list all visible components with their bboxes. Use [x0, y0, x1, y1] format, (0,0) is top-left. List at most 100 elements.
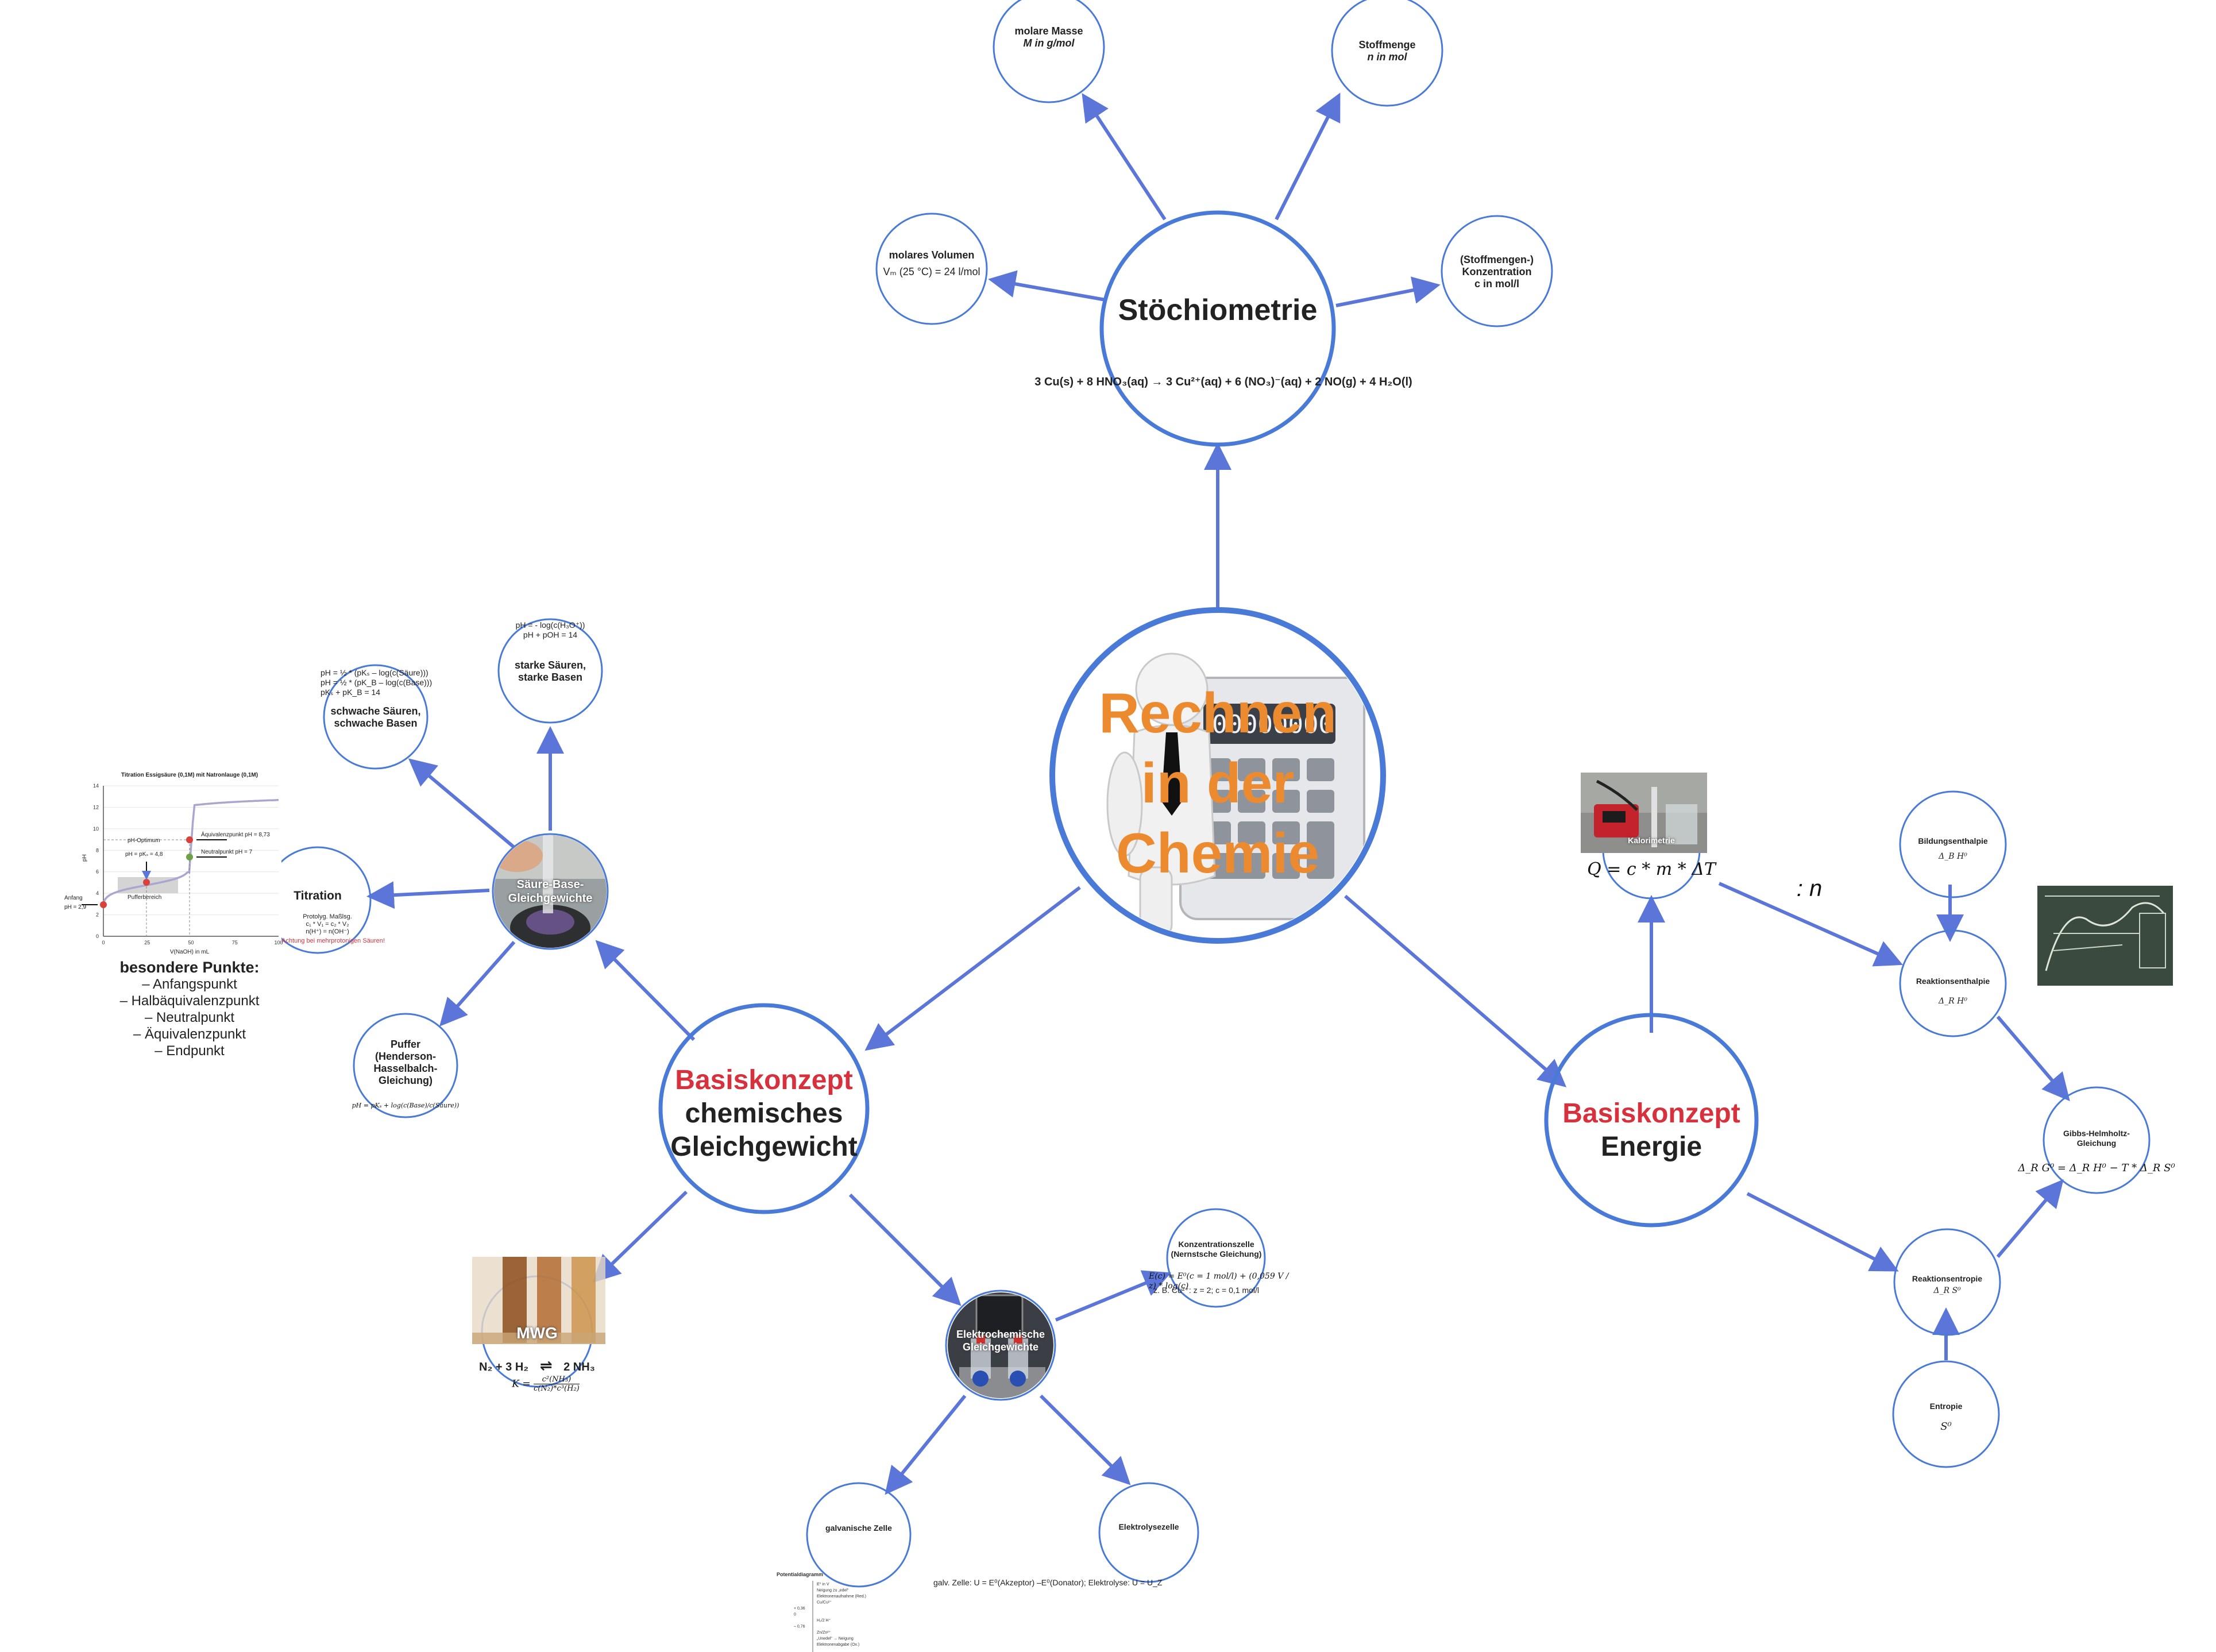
titration-chart-ylabel: pH — [82, 854, 88, 862]
center-circle[interactable] — [1049, 607, 1386, 944]
entropie-label: Entropie S⁰ — [1894, 1402, 1998, 1432]
elektro-circle[interactable] — [945, 1290, 1056, 1401]
center-title-line-1: Rechnen — [1099, 681, 1337, 744]
puffer-formula: pH = pKₛ + log(c(Base)/c(Säure)) — [352, 1102, 460, 1109]
besondere-item-4: – Äquivalenzpunkt — [133, 1026, 246, 1042]
entropie-circle[interactable] — [1892, 1360, 2000, 1468]
bildung-label: Bildungsenthalpie Δ_B H⁰ — [1901, 836, 2005, 862]
y-tick-label-0: 0 — [96, 933, 99, 939]
schwache-formula-2: pH = ½ * (pK_B – log(c(Base))) — [321, 678, 433, 687]
potential-item-3: Cu/Cu²⁺ — [817, 1600, 832, 1605]
chalkboard-photo — [2037, 886, 2173, 986]
molare-masse-label: molare Masse M in g/mol — [997, 25, 1101, 49]
gleichgewicht-circle[interactable] — [658, 1003, 870, 1214]
kalorimetrie-photo — [1581, 773, 1707, 853]
bildung-line-1: Bildungsenthalpie — [1918, 836, 1988, 846]
titration-title: Titration — [294, 889, 342, 902]
starke-circle[interactable] — [497, 618, 603, 724]
titration-formula-1: Protolyg. Maßlsg. — [303, 913, 352, 920]
mwg-k-den: c(N₂)*c³(H₂) — [534, 1384, 580, 1393]
energie-title: Basiskonzept Energie — [1554, 1097, 1749, 1164]
reaktion-line-1: Reaktionsenthalpie — [1916, 976, 1990, 986]
y-tick-label-4: 8 — [96, 847, 99, 853]
elektrolyse-label: Elektrolysezelle — [1118, 1522, 1179, 1531]
y-tick-label-6: 12 — [93, 804, 99, 810]
y-tick-label-3: 6 — [96, 869, 99, 875]
mwg-label: MWG — [516, 1324, 558, 1342]
saeure-base-circle[interactable] — [492, 833, 609, 950]
neutralpunkt-dot — [186, 854, 193, 860]
x-tick-label-2: 50 — [188, 940, 194, 945]
puffer-label-2: (Henderson- — [375, 1051, 436, 1062]
konzentration-line-2: Konzentration — [1462, 266, 1532, 277]
mwg-formula: K = c²(NH₃) c(N₂)*c³(H₂) — [488, 1375, 603, 1393]
divide-by-n: : n — [1796, 876, 1823, 901]
starke-label: starke Säuren, starke Basen — [499, 659, 602, 684]
elektro-label: Elektrochemische Gleichgewichte — [956, 1329, 1045, 1353]
gleichgewicht-title-line-2: Gleichgewicht — [670, 1132, 858, 1162]
molares-volumen-circle[interactable] — [875, 213, 988, 325]
energie-title-red: Basiskonzept — [1562, 1098, 1740, 1129]
starke-formula-1: pH = - log(c(H₃O⁺)) — [515, 620, 585, 630]
x-tick-label-0: 0 — [102, 940, 105, 945]
titration-formula-3: n(H⁺) = n(OH⁻) — [306, 928, 349, 935]
galvanisch-circle[interactable] — [806, 1482, 912, 1588]
titration-formula-2: c₁ * V₁ = c₂ * V₂ — [306, 921, 349, 928]
gibbs-line-1: Gibbs-Helmholtz- — [2063, 1129, 2130, 1138]
equilibrium-arrow-icon: ⇌ — [539, 1357, 553, 1374]
schwache-label: schwache Säuren, schwache Basen — [321, 705, 430, 729]
y-tick-label-5: 10 — [93, 826, 99, 832]
reaktionsentropie-circle[interactable] — [1893, 1228, 2001, 1336]
potential-item-2: Elektronenaufnahme (Red.) — [817, 1595, 866, 1599]
kalorimetrie-label: Kalorimetrie — [1628, 836, 1675, 845]
energie-circle[interactable] — [1544, 1013, 1759, 1228]
gibbs-line-2: Gleichung — [2076, 1138, 2117, 1148]
reaktion-circle[interactable] — [1899, 929, 2007, 1037]
mwg-reaction-left: N₂ + 3 H₂ — [479, 1361, 529, 1373]
titration-chart-xlabel: V(NaOH) in mL — [170, 949, 210, 955]
starke-label-2: starke Basen — [518, 671, 583, 683]
starke-formula-2: pH + pOH = 14 — [523, 630, 578, 639]
potential-item-1: Neigung zu „edel“ — [817, 1589, 849, 1593]
stoechiometrie-circle[interactable] — [1099, 210, 1336, 447]
bildung-circle[interactable] — [1899, 790, 2007, 898]
center-title: Rechnen in der Chemie — [1057, 678, 1379, 888]
energie-title-line: Energie — [1600, 1132, 1702, 1162]
gibbs-formula: Δ_R G⁰ = Δ_R H⁰ − T * Δ_R S⁰ — [2018, 1162, 2175, 1174]
schwache-formula-3: pKₛ + pK_B = 14 — [321, 688, 381, 697]
puffer-label: Puffer (Henderson- Hasselbalch- Gleichun… — [354, 1039, 457, 1087]
reaktionsentropie-label: Reaktionsentropie Δ_R S⁰ — [1895, 1274, 1999, 1296]
puffer-label-4: Gleichung) — [379, 1075, 433, 1086]
schwache-label-1: schwache Säuren, — [330, 705, 421, 717]
saeure-base-label: Säure-Base-Gleichgewichte — [508, 878, 593, 905]
gleichgewicht-title-red: Basiskonzept — [675, 1065, 853, 1095]
schwache-circle[interactable] — [323, 664, 428, 770]
potential-item-6: H₂/2 H⁺ — [817, 1618, 831, 1623]
elektrolyse-circle[interactable] — [1098, 1482, 1199, 1583]
gleichgewicht-title: Basiskonzept chemisches Gleichgewicht — [661, 1064, 867, 1164]
svg-text:00000000: 00000000 — [1212, 710, 1334, 739]
nernst-formula: E(c) = E⁰(c = 1 mol/l) + (0,059 V / z) *… — [1149, 1272, 1289, 1291]
ann-optimum: pH-Optimum — [128, 837, 160, 844]
nernst-beispiel: z. B. Cu²⁺: z = 2; c = 0,1 mol/l — [1153, 1286, 1260, 1295]
molare-masse-circle[interactable] — [993, 0, 1105, 103]
stoffmenge-circle[interactable] — [1331, 0, 1443, 107]
besondere-item-3: – Neutralpunkt — [144, 1010, 235, 1025]
ann-anfang: Anfang — [64, 895, 83, 901]
spannung-label: galv. Zelle: U = E⁰(Akzeptor) –E⁰(Donato… — [933, 1578, 1163, 1587]
puffer-circle[interactable] — [353, 1013, 458, 1118]
konzentration-circle[interactable] — [1441, 215, 1553, 327]
gibbs-circle[interactable] — [2043, 1086, 2151, 1194]
aequivalenz-dot — [186, 836, 193, 843]
titration-curve — [102, 798, 279, 904]
potential-item-9: „Unedel“ → Neigung — [817, 1637, 854, 1641]
konzentrationszelle-circle[interactable] — [1166, 1208, 1266, 1308]
molares-volumen-label: molares Volumen Vₘ (25 °C) = 24 l/mol — [874, 249, 989, 278]
molare-masse-line-1: molare Masse — [1014, 25, 1083, 37]
ann-aequi: Äquivalenzpunkt pH = 8,73 — [201, 831, 270, 838]
schwache-formula-1: pH = ½ * (pKₛ – log(c(Säure))) — [321, 668, 428, 677]
x-tick-label-1: 25 — [144, 940, 150, 945]
potential-item-8: Zn/Zn²⁺ — [817, 1630, 831, 1635]
